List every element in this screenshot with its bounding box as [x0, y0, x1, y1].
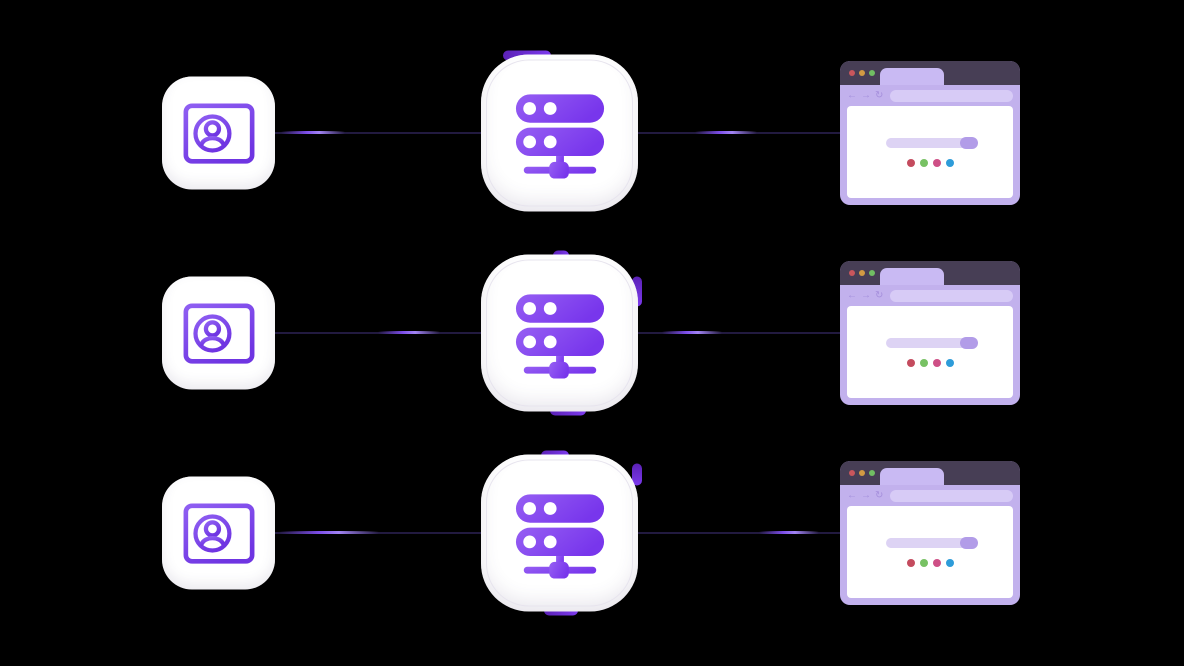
- forward-arrow-icon: →: [861, 489, 871, 501]
- status-dot-pink: [932, 358, 941, 367]
- data-pulse: [694, 131, 757, 134]
- server-node: [481, 250, 642, 416]
- browser-window: ← → ↻: [840, 61, 1020, 205]
- id-card-node: [162, 76, 275, 190]
- browser-toolbar: ← → ↻: [840, 85, 1020, 106]
- progress-bar: [886, 536, 978, 549]
- server-squircle: [481, 454, 638, 612]
- maximize-light-icon: [869, 470, 875, 476]
- back-arrow-icon: ←: [847, 289, 857, 301]
- browser-window: ← → ↻: [840, 461, 1020, 605]
- traffic-lights: [849, 70, 875, 76]
- refresh-icon: ↻: [875, 489, 884, 501]
- connector-left: [275, 331, 481, 334]
- connector-right: [638, 331, 840, 334]
- maximize-light-icon: [869, 270, 875, 276]
- browser-titlebar: [840, 61, 1020, 85]
- connector-right: [638, 531, 840, 534]
- server-icon: [515, 293, 604, 379]
- browser-toolbar: ← → ↻: [840, 285, 1020, 306]
- minimize-light-icon: [859, 70, 865, 76]
- id-card-node: [162, 476, 275, 590]
- progress-cap: [960, 136, 978, 149]
- dataflow-row: ← → ↻: [0, 223, 1184, 443]
- status-dots: [906, 158, 954, 167]
- status-dots: [906, 358, 954, 367]
- minimize-light-icon: [859, 470, 865, 476]
- status-dot-blue: [945, 358, 954, 367]
- url-bar: [890, 489, 1013, 502]
- server-icon: [515, 93, 604, 179]
- minimize-light-icon: [859, 270, 865, 276]
- progress-bar: [886, 336, 978, 349]
- id-card-node: [162, 276, 275, 390]
- server-squircle: [481, 254, 638, 412]
- progress-bar: [886, 136, 978, 149]
- url-bar: [890, 289, 1013, 302]
- id-card-icon: [183, 102, 254, 164]
- close-light-icon: [849, 470, 855, 476]
- close-light-icon: [849, 270, 855, 276]
- status-dot-blue: [945, 558, 954, 567]
- refresh-icon: ↻: [875, 289, 884, 301]
- connector-left: [275, 531, 481, 534]
- traffic-lights: [849, 270, 875, 276]
- connector-right: [638, 131, 840, 134]
- server-squircle: [481, 54, 638, 212]
- server-accent-bar: [632, 463, 642, 486]
- traffic-lights: [849, 470, 875, 476]
- status-dot-red: [906, 358, 915, 367]
- data-pulse: [378, 331, 440, 334]
- progress-cap: [960, 536, 978, 549]
- status-dot-pink: [932, 158, 941, 167]
- id-card-icon: [183, 302, 254, 364]
- progress-cap: [960, 336, 978, 349]
- browser-titlebar: [840, 461, 1020, 485]
- data-pulse: [662, 331, 723, 334]
- browser-tab: [880, 468, 944, 485]
- back-arrow-icon: ←: [847, 89, 857, 101]
- data-pulse: [281, 131, 346, 134]
- browser-content: [847, 106, 1013, 198]
- forward-arrow-icon: →: [861, 289, 871, 301]
- dataflow-row: ← → ↻: [0, 23, 1184, 243]
- browser-tab: [880, 268, 944, 285]
- refresh-icon: ↻: [875, 89, 884, 101]
- status-dot-pink: [932, 558, 941, 567]
- url-bar: [890, 89, 1013, 102]
- status-dot-green: [919, 358, 928, 367]
- maximize-light-icon: [869, 70, 875, 76]
- connector-left: [275, 131, 481, 134]
- browser-window: ← → ↻: [840, 261, 1020, 405]
- status-dot-red: [906, 158, 915, 167]
- server-icon: [515, 493, 604, 579]
- back-arrow-icon: ←: [847, 489, 857, 501]
- status-dot-green: [919, 158, 928, 167]
- server-accent-bar: [632, 276, 642, 307]
- data-pulse: [759, 531, 820, 534]
- browser-content: [847, 506, 1013, 598]
- browser-toolbar: ← → ↻: [840, 485, 1020, 506]
- browser-titlebar: [840, 261, 1020, 285]
- browser-tab: [880, 68, 944, 85]
- server-node: [481, 450, 642, 616]
- dataflow-row: ← → ↻: [0, 423, 1184, 643]
- status-dots: [906, 558, 954, 567]
- status-dot-green: [919, 558, 928, 567]
- close-light-icon: [849, 70, 855, 76]
- status-dot-blue: [945, 158, 954, 167]
- id-card-icon: [183, 502, 254, 564]
- data-pulse: [279, 531, 380, 534]
- browser-content: [847, 306, 1013, 398]
- forward-arrow-icon: →: [861, 89, 871, 101]
- server-node: [481, 50, 638, 212]
- status-dot-red: [906, 558, 915, 567]
